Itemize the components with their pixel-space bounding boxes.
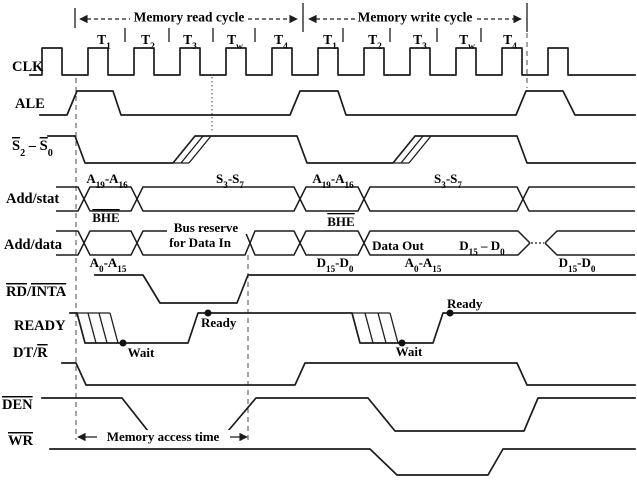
signal-label-wr: WR [8,433,34,449]
t-state-label-read-t1: T1 [97,32,111,52]
signal-label-dt-r: DT/R [13,345,48,361]
wait-label-write: Wait [396,344,423,359]
cycle-boundary-ticks [74,3,528,32]
adddata-bus-bottom [56,230,531,256]
bhe-label-write: BHE [327,214,354,229]
read-cycle-label: Memory read cycle [134,10,245,25]
t-state-label-read-t4: T4 [274,32,288,52]
memory-access-label-backdrop [97,430,230,443]
data-out-label: Data Out [372,238,424,253]
bus-label-a0-a15-write: A0-A15 [405,255,442,274]
wr-waveform [49,448,636,476]
t-state-label-write-tw: Tw [459,32,475,52]
t-state-label-read-t2: T2 [141,32,155,52]
ready-waveform [69,312,636,344]
bus-label-s3-s7-write: S3-S7 [434,171,462,190]
t-state-label-write-t1: T1 [323,32,337,52]
ready-label-write: Ready [447,296,483,311]
ale-waveform [39,90,636,116]
t-state-ticks [124,28,482,42]
ready-dot-read [204,309,212,317]
adddata-bus-reopen-bottom [544,242,635,256]
bus-reserve-label-line2: for Data In [169,235,232,250]
bus-label-d15-d0-tail: D15-D0 [559,255,596,274]
t-state-label-write-t4: T4 [503,32,517,52]
signal-label-ale: ALE [15,96,45,112]
bhe-label-read: BHE [92,210,119,225]
signal-label-den: DEN [2,397,33,413]
ready-label-read: Ready [201,315,237,330]
ready-dot-write [446,309,454,317]
status-hatch-marks [173,135,432,164]
t-state-label-write-t3: T3 [413,32,427,52]
write-cycle-label-backdrop [356,9,477,22]
read-cycle-label-backdrop [130,9,248,22]
memory-access-time-label: Memory access time [107,429,220,444]
t-state-label-read-t3: T3 [183,32,197,52]
write-cycle-label: Memory write cycle [358,10,473,25]
bus-label-d15-d0-inline: D15 – D0 [459,238,505,257]
wait-dot-read [119,339,127,347]
signal-label-clk: CLK [12,59,44,75]
addstat-bus-top [56,186,635,212]
signal-label-s2-s0: S2 – S0 [12,138,53,159]
ready-hatch-marks [77,312,399,344]
bus-label-d15-d0-write-t1: D15-D0 [317,255,354,274]
signal-label-rd-inta: RD/INTA [6,284,67,300]
adddata-bus-reopen-top [544,230,635,244]
bus-label-a0-a15-read: A0-A15 [90,255,127,274]
addstat-bus-bottom [56,186,635,212]
signal-label-add-data: Add/data [4,237,63,253]
t-state-label-write-t2: T2 [368,32,382,52]
clk-waveform [29,47,636,76]
signal-label-add-stat: Add/stat [6,191,59,207]
adddata-bus-top [56,230,531,256]
signal-label-ready: READY [14,318,66,334]
bus-reserve-label-backdrop [167,222,247,234]
bus-reserve-label-line1: Bus reserve [174,220,239,235]
status-waveform [47,135,636,164]
den-waveform [41,397,636,432]
rd-inta-waveform [94,274,636,304]
wait-dot-write [398,339,406,347]
wait-label-read: Wait [128,345,155,360]
t-state-label-read-tw: Tw [227,32,243,52]
bus-label-s3-s7-read: S3-S7 [216,171,244,190]
dt-r-waveform [61,362,636,386]
